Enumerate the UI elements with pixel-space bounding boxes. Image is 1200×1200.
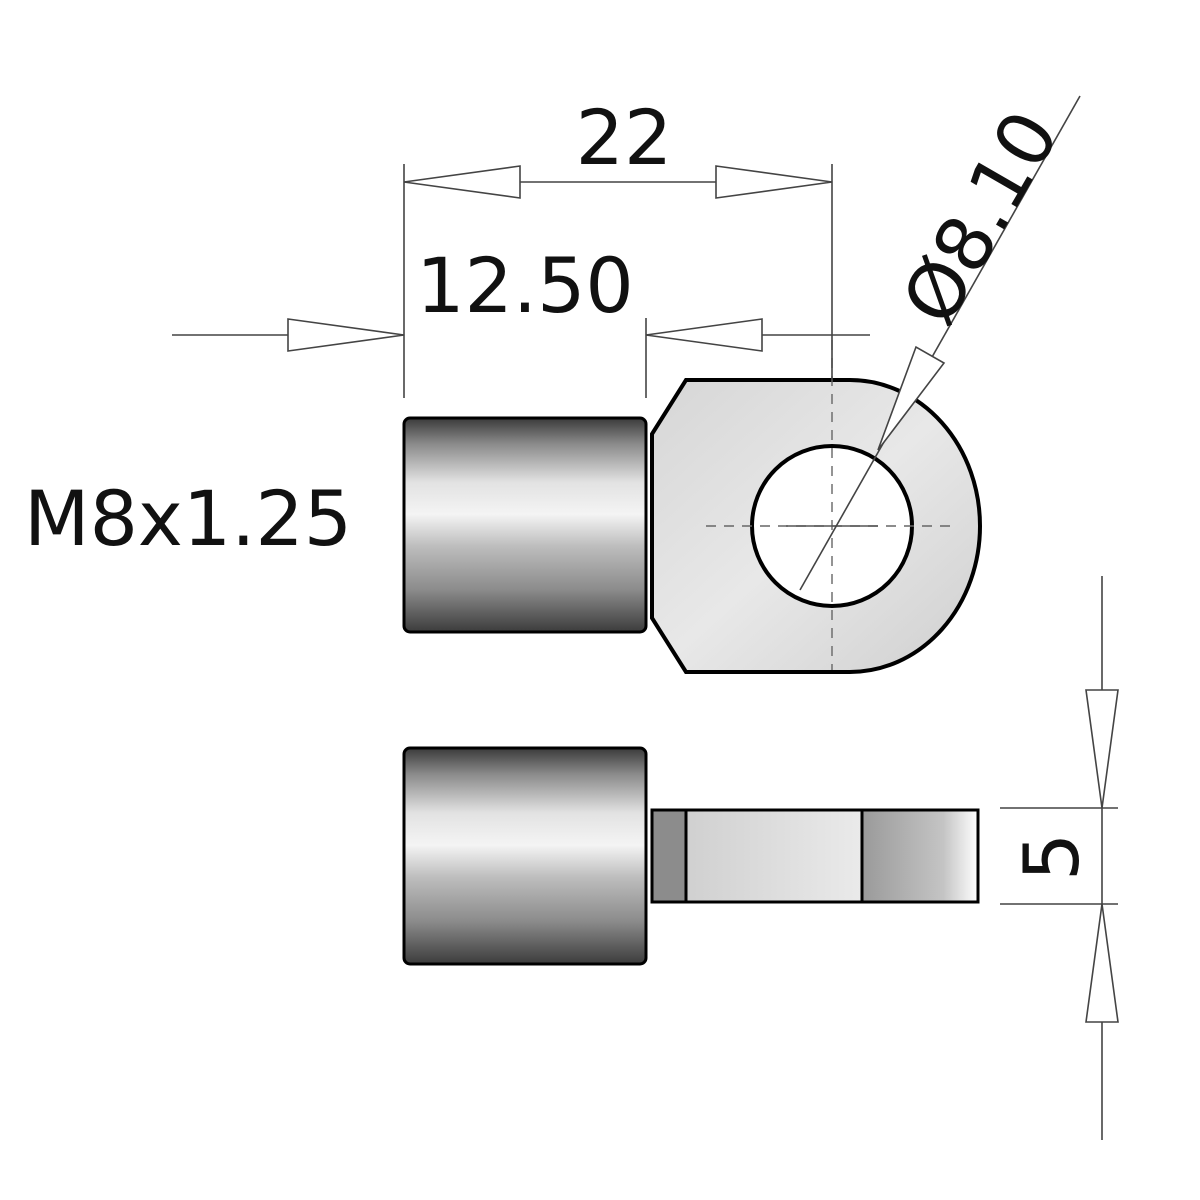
top-view [402, 340, 982, 674]
threaded-body-side [402, 746, 648, 966]
dimension-12-50: 12.50 [172, 241, 870, 352]
dimension-diameter-label: Ø8.10 [885, 96, 1077, 339]
side-plate-mid [684, 808, 864, 904]
dimension-5: 5 [1000, 576, 1119, 1140]
side-view [402, 746, 980, 966]
dimension-12-50-label: 12.50 [416, 241, 634, 330]
dimension-22-label: 22 [576, 93, 673, 182]
threaded-body-top [402, 416, 648, 634]
dimension-22: 22 [403, 93, 833, 199]
dimension-5-label: 5 [1007, 833, 1096, 881]
side-plate-dark [650, 808, 688, 904]
thread-label: M8x1.25 [24, 474, 352, 563]
side-plate-end [860, 808, 980, 904]
